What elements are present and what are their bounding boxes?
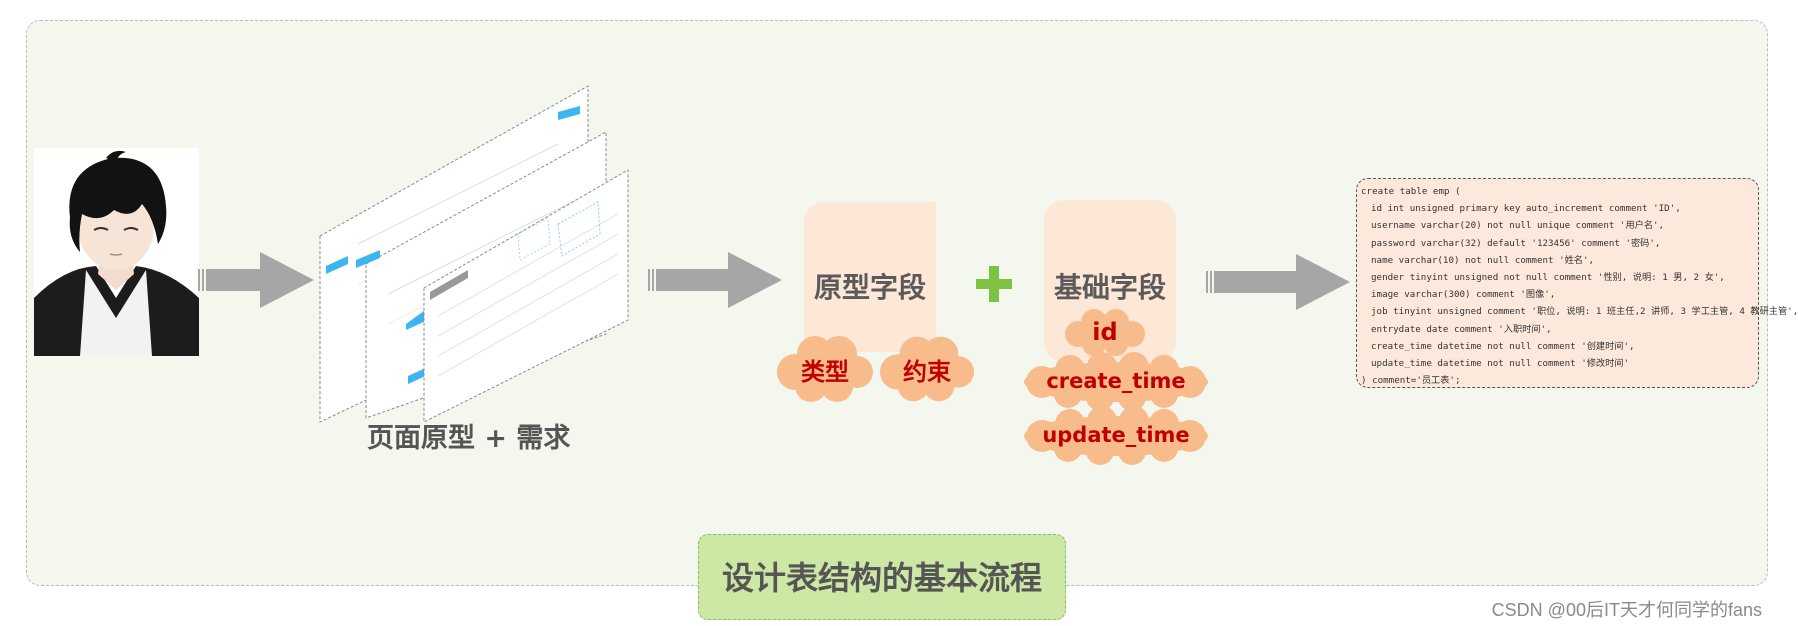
- arrow-right-icon: [198, 252, 314, 308]
- code-line: username varchar(20) not null unique com…: [1371, 220, 1665, 232]
- cloud-shape: [1065, 309, 1145, 356]
- plus-icon: [976, 266, 1012, 302]
- field-create-time: create_time: [1046, 369, 1186, 393]
- prototype-fields-block: [804, 202, 936, 352]
- code-line: id int unsigned primary key auto_increme…: [1371, 203, 1681, 215]
- cloud-shape: [777, 336, 873, 402]
- field-id: id: [1092, 318, 1118, 346]
- prototype-caption: 页面原型 + 需求: [367, 423, 571, 454]
- code-line: create_time datetime not null comment '创…: [1371, 340, 1635, 352]
- tag-constraint: 约束: [903, 358, 951, 386]
- code-line: image varchar(300) comment '图像',: [1371, 289, 1556, 301]
- cloud-shape: [879, 336, 975, 402]
- cloud-shape: [1024, 352, 1208, 411]
- arrow-right-icon: [1206, 254, 1350, 310]
- page-prototype-illustration: [319, 85, 629, 423]
- avatar: [34, 148, 199, 356]
- arrow-right-icon: [648, 252, 782, 308]
- tag-type: 类型: [801, 358, 849, 386]
- flow-title: 设计表结构的基本流程: [698, 534, 1066, 620]
- cloud-shape: [1024, 406, 1208, 465]
- watermark: CSDN @00后IT天才何同学的fans: [1491, 600, 1762, 620]
- code-line: entrydate date comment '入职时间',: [1371, 323, 1552, 335]
- field-update-time: update_time: [1042, 423, 1190, 447]
- code-line: password varchar(32) default '123456' co…: [1371, 237, 1661, 249]
- code-line: create table emp (: [1361, 186, 1461, 197]
- code-line: gender tinyint unsigned not null comment…: [1371, 271, 1725, 283]
- base-fields-title: 基础字段: [1054, 271, 1167, 304]
- code-line: job tinyint unsigned comment '职位, 说明: 1 …: [1371, 306, 1798, 318]
- prototype-fields-title: 原型字段: [814, 271, 927, 304]
- code-line: name varchar(10) not null comment '姓名',: [1371, 254, 1595, 266]
- sql-code-box: create table emp ( id int unsigned prima…: [1356, 178, 1798, 388]
- code-line: ) comment='员工表';: [1361, 375, 1461, 387]
- code-line: update_time datetime not null comment '修…: [1371, 357, 1630, 369]
